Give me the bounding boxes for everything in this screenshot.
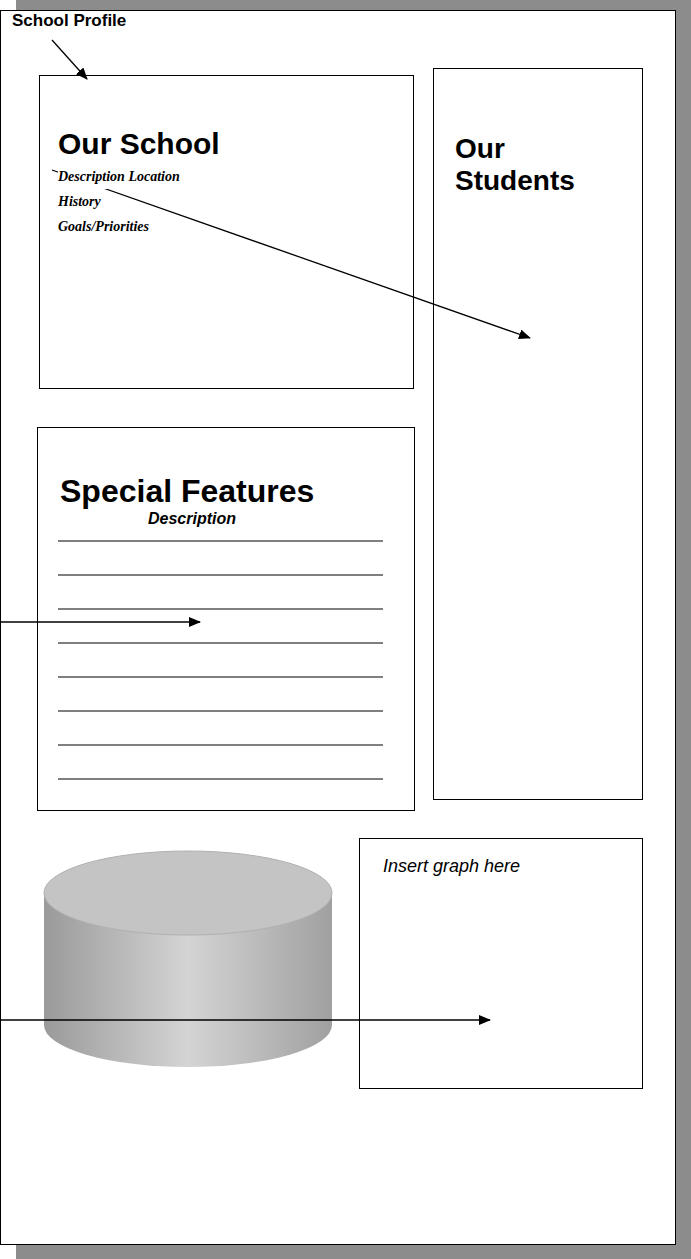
blank-lines	[58, 541, 383, 779]
graph-placeholder-box: Insert graph here	[359, 838, 643, 1089]
leader-arrows	[0, 40, 530, 1020]
page-title: School Profile	[12, 10, 126, 32]
item-text: History	[58, 189, 101, 214]
section-box: Our SchoolDescription LocationHistoryGoa…	[39, 75, 414, 389]
section-heading: Our School	[58, 126, 220, 162]
section-heading: Special Features	[60, 473, 314, 509]
item-text: Goals/Priorities	[58, 214, 149, 239]
placeholder-text: Insert graph here	[383, 855, 520, 877]
cylinder-illustration	[44, 851, 332, 1067]
sub-heading: Description	[148, 509, 236, 529]
section-heading: Our Students	[455, 133, 615, 197]
item-text: Description Location	[58, 164, 180, 189]
page-sheet	[1, 11, 676, 1245]
section-box: Special FeaturesDescription	[37, 427, 415, 811]
section-box: Our Students	[433, 68, 643, 800]
